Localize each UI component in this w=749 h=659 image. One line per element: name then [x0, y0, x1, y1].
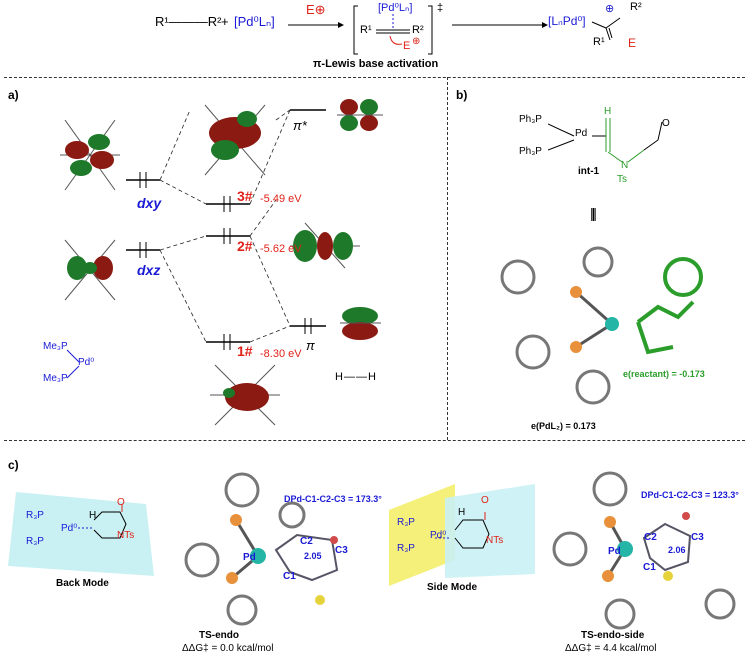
state1-orbital-image [210, 364, 280, 426]
ts-pd-complex: [Pd⁰Lₙ] [378, 2, 413, 14]
side-nts: NTs [486, 535, 504, 546]
ts-plus: ⊕ [412, 36, 421, 47]
back-nts: NTs [117, 530, 135, 541]
pi-star-label: π* [293, 118, 307, 133]
transition-state-bracket [353, 5, 433, 55]
dxz-orbital-image [64, 239, 116, 301]
pd-complex-ligand-top: Me₃P [43, 341, 68, 352]
ts-endo-energy: ΔΔG‡ = 0.0 kcal/mol [182, 643, 274, 654]
product-r1: R¹ [593, 36, 605, 48]
reaction-arrow-2 [452, 22, 548, 28]
pd-complex-ligand-bottom: Me₃P [43, 373, 68, 384]
back-o: O [117, 497, 125, 508]
side-mode-caption: Side Mode [427, 582, 478, 593]
ts-r2: R² [412, 24, 424, 36]
int-1-3d-model [500, 246, 703, 405]
ts-endo-side-c2: C2 [644, 532, 657, 543]
ts-endo-side-energy: ΔΔG‡ = 4.4 kcal/mol [565, 643, 657, 654]
pi-star-orbital-image [337, 99, 383, 131]
state2-energy: -5.62 eV [260, 243, 302, 255]
ts-r1: R¹ [360, 24, 372, 36]
mo-diagram [126, 109, 326, 350]
product-electrophile: E [628, 36, 637, 50]
ts-endo-side-pd: Pd [608, 546, 621, 557]
ts-endo-side-distance: 2.06 [668, 545, 686, 555]
ts-group: Ts [617, 174, 627, 185]
state2-label: 2# [237, 238, 253, 254]
product-plus: ⊕ [605, 3, 615, 15]
e-reactant-label: e(reactant) = -0.173 [623, 369, 705, 379]
ts-endo-distance: 2.05 [304, 551, 322, 561]
scheme-caption: π-Lewis base activation [313, 58, 439, 70]
ts-endo-side-name: TS-endo-side [581, 630, 645, 641]
state2-orbital-image [290, 222, 360, 269]
side-o: O [481, 495, 489, 506]
panel-b-label: b) [456, 88, 468, 102]
dxy-orbital-image [60, 119, 120, 191]
ts-endo-c1: C1 [283, 571, 296, 582]
back-mode-plane [8, 492, 154, 576]
e-pdl2-label: e(PdL₂) = 0.173 [531, 421, 596, 431]
ph3p-top: Ph₃P [519, 114, 542, 125]
panel-a-label: a) [8, 88, 19, 102]
ts-endo-pd: Pd [243, 552, 256, 563]
side-r3p-top: R₃P [397, 517, 415, 528]
back-r3p-bottom: R₃P [26, 536, 44, 547]
product-r2: R² [630, 1, 642, 13]
plus-sign: + [221, 14, 229, 29]
ph3p-bottom: Ph₃P [519, 146, 542, 157]
dxz-label: dxz [137, 262, 161, 278]
h-atom: H [604, 106, 612, 117]
dxy-label: dxy [137, 195, 162, 211]
back-pd: Pd⁰ [61, 523, 78, 534]
pi-label: π [306, 338, 315, 353]
pi-orbital-image [340, 307, 381, 340]
reactant-alkyne: R¹———R² [155, 14, 222, 29]
ts-endo-side-3d-model [552, 471, 736, 630]
ts-endo-dihedral: DPd-C1-C2-C3 = 173.3° [284, 494, 382, 504]
state1-label: 1# [237, 343, 253, 359]
back-r3p-top: R₃P [26, 510, 44, 521]
o-atom: O [662, 118, 670, 129]
state1-energy: -8.30 eV [260, 348, 302, 360]
back-h: H [89, 510, 97, 521]
int-1-label: int-1 [578, 166, 600, 177]
side-r3p-bottom: R₃P [397, 543, 415, 554]
side-mode-planes [389, 484, 535, 586]
back-mode-caption: Back Mode [56, 578, 109, 589]
reaction-arrow-1 [288, 22, 344, 28]
panel-c-label: c) [8, 458, 19, 472]
side-pd: Pd⁰ [430, 530, 447, 541]
pd-complex-bonds [66, 349, 80, 379]
pd-atom: Pd [575, 128, 588, 139]
pd-complex-pd: Pd⁰ [78, 357, 95, 368]
equivalence-symbol: ||| [590, 205, 597, 221]
product-pd: [LₙPd⁰] [548, 14, 586, 28]
state3-orbital-image [204, 104, 266, 176]
ts-endo-c2: C2 [300, 536, 313, 547]
side-h: H [458, 507, 466, 518]
ts-endo-3d-model [184, 472, 339, 626]
bottom-divider [4, 440, 745, 441]
acetylene-label: H——H [335, 371, 377, 383]
int-1-structure [548, 118, 663, 163]
top-divider [4, 77, 745, 78]
ts-dagger: ‡ [437, 2, 444, 14]
ts-endo-side-dihedral: DPd-C1-C2-C3 = 123.3° [641, 490, 739, 500]
ts-endo-name: TS-endo [199, 630, 239, 641]
ts-endo-side-c1: C1 [643, 562, 656, 573]
electrophile-label: E⊕ [306, 2, 326, 17]
panel-ab-divider [447, 77, 448, 440]
ts-electrophile: E [403, 40, 411, 52]
ts-endo-c3: C3 [335, 545, 348, 556]
product-alkene [591, 17, 621, 41]
ts-endo-side-c3: C3 [691, 532, 704, 543]
pd-reagent: [Pd⁰Lₙ] [234, 14, 275, 29]
state3-energy: -5.49 eV [260, 193, 302, 205]
state3-label: 3# [237, 188, 253, 204]
n-atom: N [621, 160, 629, 171]
